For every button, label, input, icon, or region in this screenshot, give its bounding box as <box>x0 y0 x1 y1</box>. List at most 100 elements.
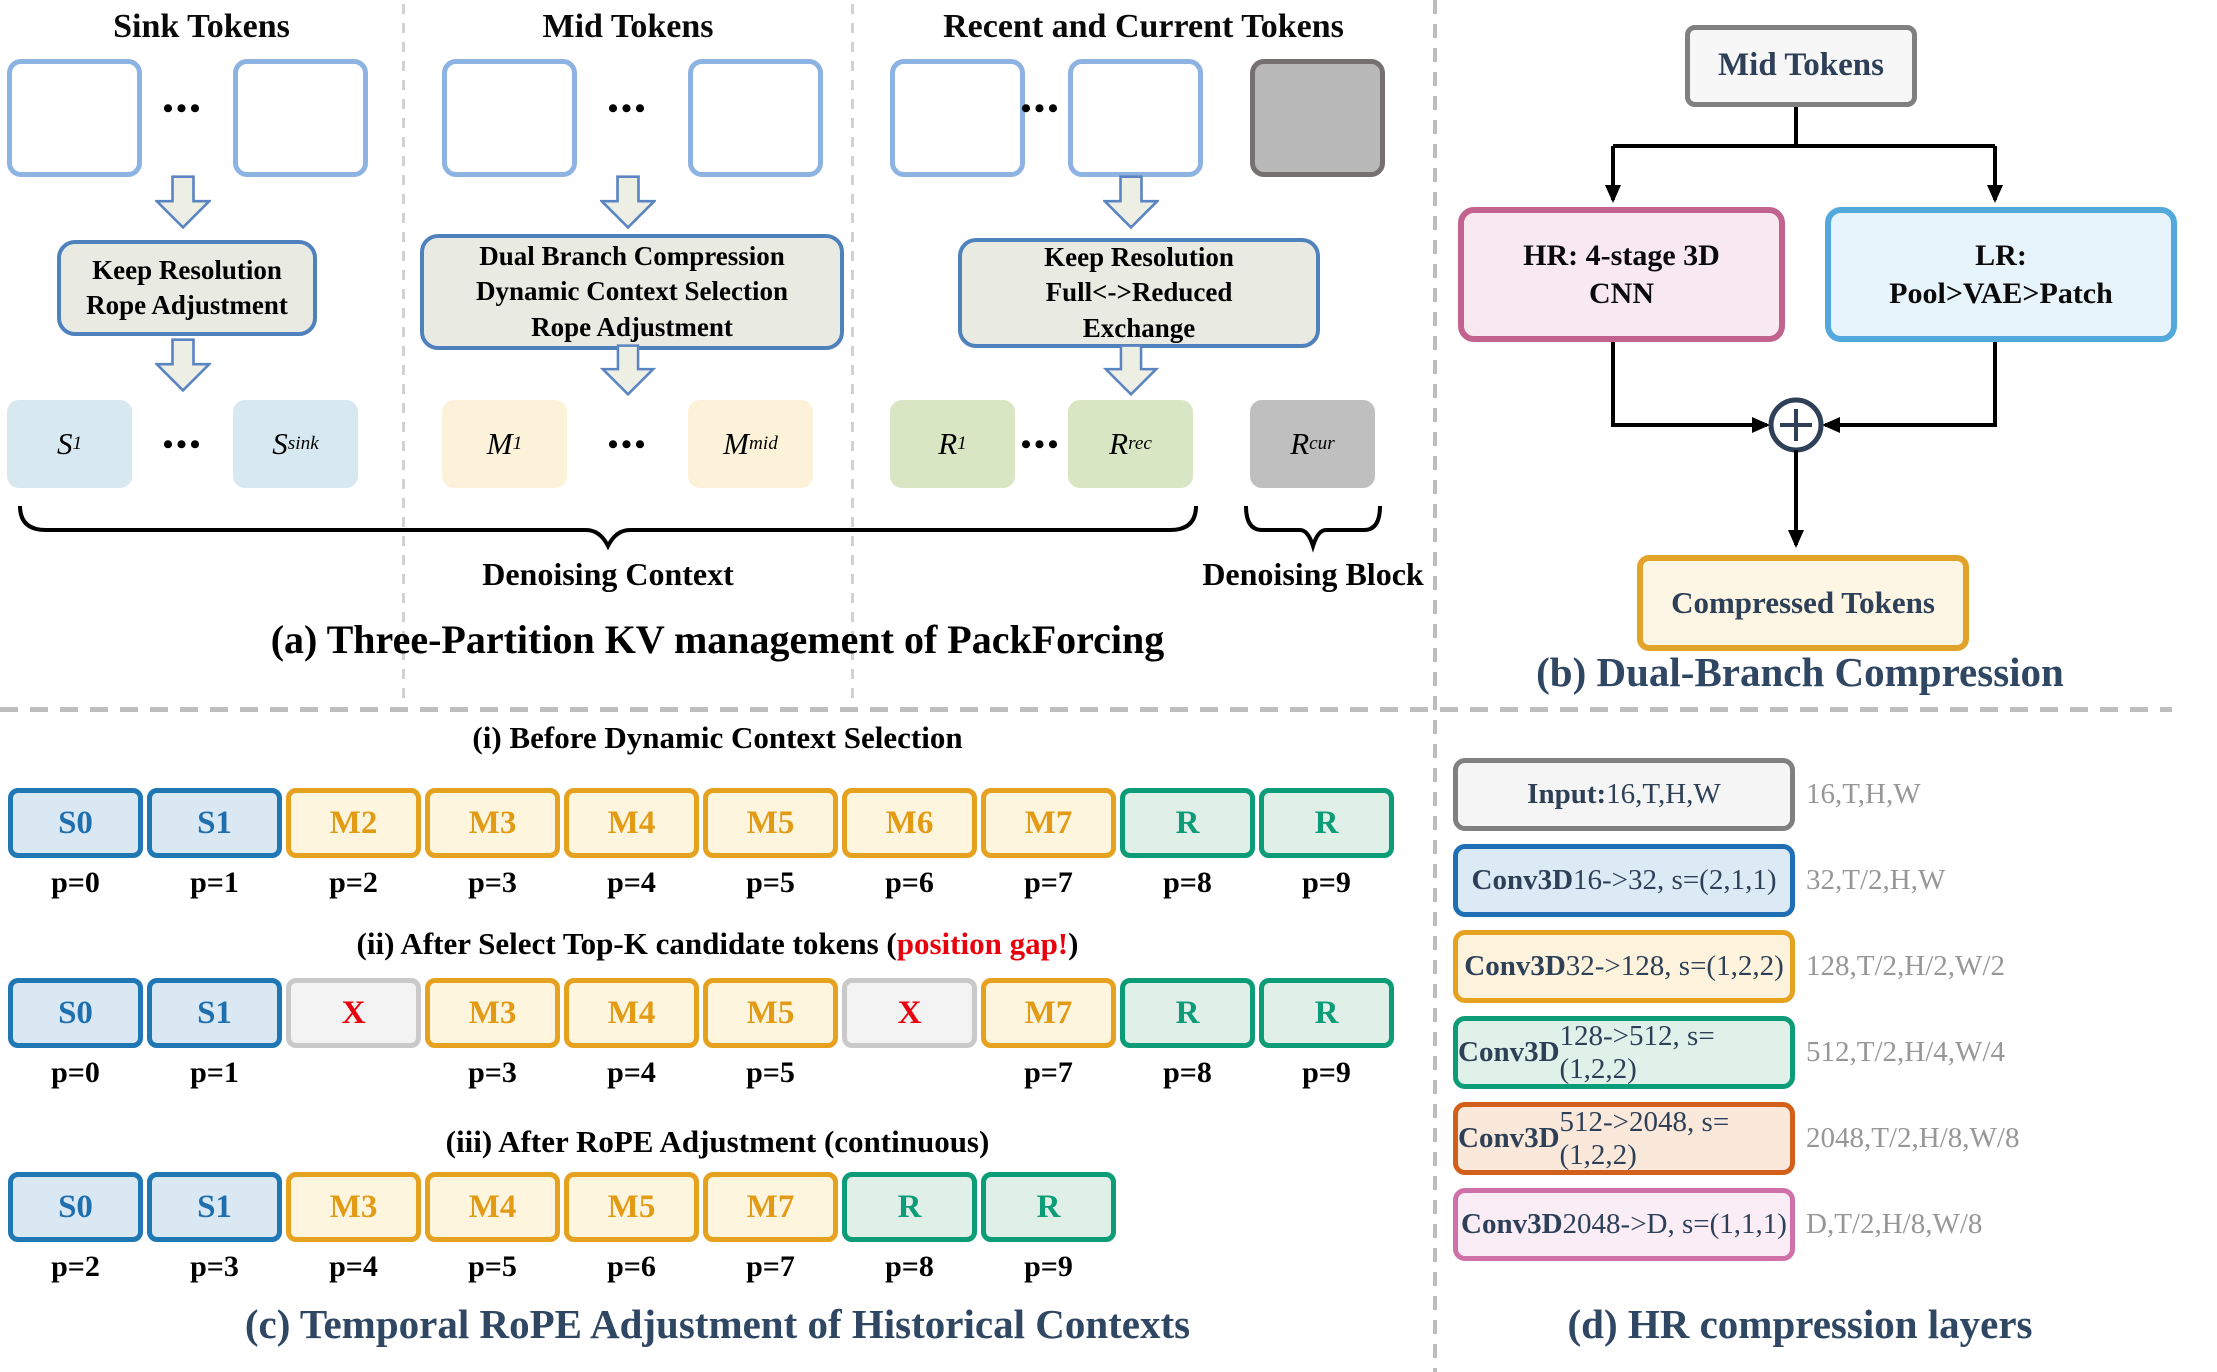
recent-ellipsis: ••• <box>1020 92 1062 125</box>
position-label: p=3 <box>468 1056 517 1089</box>
token-box-r: R <box>1259 978 1394 1048</box>
position-label: p=5 <box>746 1056 795 1089</box>
layer-name: Conv3D <box>1458 1036 1560 1068</box>
layer-name: Conv3D <box>1464 950 1566 982</box>
heading-text: ) <box>1068 926 1079 961</box>
token-box-s1: S1 <box>147 1172 282 1242</box>
mid-result-ellipsis: ••• <box>607 428 649 461</box>
conv-output-shape-label: 16,T,H,W <box>1806 778 1921 810</box>
position-gap-warning: position gap! <box>896 926 1069 961</box>
token-box-r: R <box>842 1172 977 1242</box>
conv-layer-box: Conv3D 512->2048, s=(1,2,2) <box>1453 1102 1795 1175</box>
token-symbol: M <box>486 426 513 461</box>
down-arrow-icon <box>1103 344 1159 396</box>
conv-layer-box: Conv3D 128->512, s=(1,2,2) <box>1453 1016 1795 1089</box>
conv-layer-box: Input: 16,T,H,W <box>1453 758 1795 831</box>
position-label: p=0 <box>51 1056 100 1089</box>
token-box-s0: S0 <box>8 788 143 858</box>
token-subscript: 1 <box>957 433 967 454</box>
layer-name: Input: <box>1527 778 1607 810</box>
position-label: p=8 <box>1163 866 1212 899</box>
current-kv-box <box>1250 59 1385 177</box>
token-box-s0: S0 <box>8 1172 143 1242</box>
token-box-m3: M3 <box>286 1172 421 1242</box>
hr-line: CNN <box>1589 276 1654 310</box>
layer-params: 2048->D, s=(1,1,1) <box>1562 1208 1787 1240</box>
position-label: p=7 <box>746 1250 795 1283</box>
position-label: p=3 <box>190 1250 239 1283</box>
token-symbol: S <box>56 426 73 461</box>
position-label: p=0 <box>51 866 100 899</box>
token-box-m2: M2 <box>286 788 421 858</box>
down-arrow-icon <box>155 338 211 393</box>
token-box-m4: M4 <box>564 978 699 1048</box>
lr-branch-box: LR: Pool>VAE>Patch <box>1825 207 2177 342</box>
mid-kv-box-2 <box>688 59 823 177</box>
position-label: p=2 <box>329 866 378 899</box>
recent-kv-box-1 <box>890 59 1025 177</box>
sink-process-box: Keep Resolution Rope Adjustment <box>57 240 317 336</box>
row-ii-heading: (ii) After Select Top-K candidate tokens… <box>0 926 1435 962</box>
process-line: Exchange <box>1082 312 1196 343</box>
token-box-x: X <box>842 978 977 1048</box>
conv-layer-box: Conv3D 16->32, s=(2,1,1) <box>1453 844 1795 917</box>
position-label: p=8 <box>1163 1056 1212 1089</box>
panel-a-caption: (a) Three-Partition KV management of Pac… <box>270 617 1165 662</box>
position-label: p=2 <box>51 1250 100 1283</box>
token-box-m4: M4 <box>564 788 699 858</box>
process-line: Rope Adjustment <box>86 290 288 320</box>
position-label: p=3 <box>468 866 517 899</box>
sink-ellipsis: ••• <box>162 92 204 125</box>
token-box-s1: S1 <box>147 978 282 1048</box>
mid-recent-column-divider <box>851 4 854 698</box>
denoising-braces <box>18 505 1382 553</box>
process-line: Dual Branch Compression <box>479 241 785 272</box>
layer-params: 128->512, s=(1,2,2) <box>1559 1019 1715 1085</box>
layer-params: 32->128, s=(1,2,2) <box>1565 950 1784 982</box>
token-subscript: 1 <box>72 433 83 454</box>
process-line: Rope Adjustment <box>531 311 733 342</box>
recent-current-tokens-title: Recent and Current Tokens <box>943 8 1344 45</box>
sink-result-ellipsis: ••• <box>162 428 204 461</box>
token-box-m7: M7 <box>981 978 1116 1048</box>
token-symbol: S <box>272 426 288 461</box>
token-subscript: mid <box>749 433 778 454</box>
layer-params: 16,T,H,W <box>1606 778 1721 810</box>
position-label: p=4 <box>607 1056 656 1089</box>
token-box-x: X <box>286 978 421 1048</box>
token-box-r: R <box>1120 978 1255 1048</box>
layer-name: Conv3D <box>1461 1208 1563 1240</box>
row-i-heading: (i) Before Dynamic Context Selection <box>472 720 963 755</box>
position-label: p=7 <box>1024 866 1073 899</box>
token-box-m6: M6 <box>842 788 977 858</box>
position-label: p=9 <box>1302 1056 1351 1089</box>
token-box-r: R <box>1120 788 1255 858</box>
heading-text: (ii) After Select Top-K candidate tokens… <box>356 926 897 961</box>
conv-output-shape-label: 512,T/2,H/4,W/4 <box>1806 1036 2005 1068</box>
recent-process-box: Keep Resolution Full<->Reduced Exchange <box>958 238 1320 348</box>
token-subscript: sink <box>287 433 319 454</box>
sink-tokens-title: Sink Tokens <box>113 8 290 45</box>
horizontal-panel-divider <box>0 707 2172 712</box>
token-subscript: rec <box>1128 433 1152 454</box>
layer-params: 16->32, s=(2,1,1) <box>1573 864 1777 896</box>
token-box-m3: M3 <box>425 978 560 1048</box>
process-line: Keep Resolution <box>92 254 282 285</box>
recent-result-ellipsis: ••• <box>1020 428 1062 461</box>
token-symbol: R <box>1109 426 1129 461</box>
mid-process-box: Dual Branch Compression Dynamic Context … <box>420 234 844 350</box>
layer-params: 512->2048, s=(1,2,2) <box>1559 1105 1730 1171</box>
down-arrow-icon <box>155 175 211 230</box>
token-subscript: cur <box>1309 433 1335 454</box>
token-symbol: R <box>938 426 958 461</box>
compressed-tokens-box: Compressed Tokens <box>1637 555 1969 651</box>
